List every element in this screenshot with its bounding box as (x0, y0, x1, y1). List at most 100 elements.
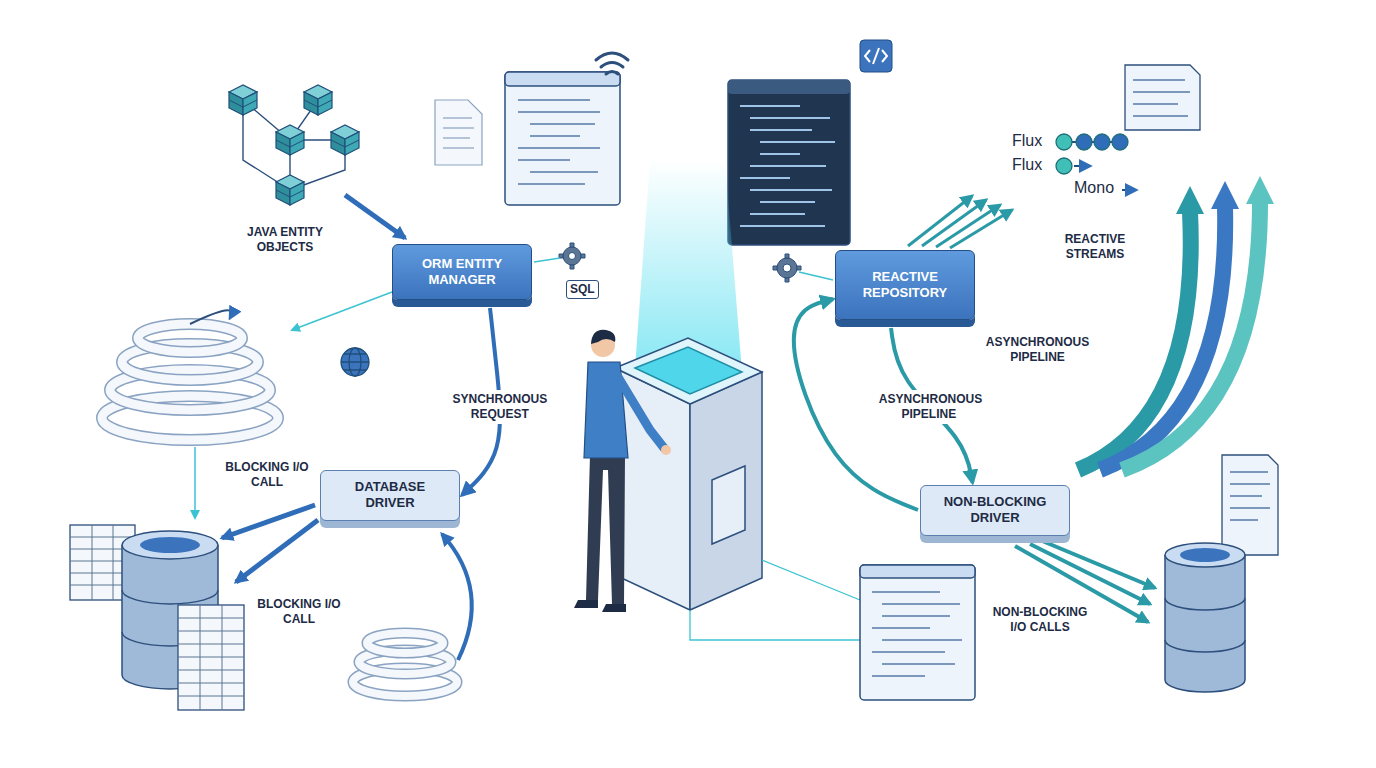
terminal-kiosk (712, 466, 745, 544)
gear-icon (559, 243, 585, 269)
driver-box: DATABASE DRIVER (320, 470, 460, 521)
code-window (860, 565, 975, 700)
stream-ribbons (1176, 186, 1204, 214)
data-spiral (367, 633, 443, 653)
code-window (728, 80, 850, 94)
browser-window (505, 72, 620, 86)
person-figure (591, 330, 615, 344)
code-window (860, 565, 975, 578)
box-text: NON-BLOCKING DRIVER (931, 494, 1059, 527)
code-window (740, 106, 835, 226)
browser-window (505, 72, 620, 205)
globe-icon (341, 354, 369, 370)
leader-line (534, 258, 560, 262)
code-icon (865, 48, 887, 64)
wifi-icon (596, 53, 628, 60)
box-text: ORM ENTITY MANAGER (403, 256, 521, 289)
driver-box: NON-BLOCKING DRIVER (920, 485, 1070, 536)
stream-ribbons (1246, 176, 1274, 204)
document-icon (1125, 65, 1200, 130)
database-cylinder (140, 537, 200, 553)
gear-icon (783, 264, 791, 272)
data-spiral (367, 633, 443, 653)
stream-ribbons (1100, 207, 1225, 470)
stream-arrows (908, 196, 1012, 248)
connector-label: ASYNCHRONOUS PIPELINE (875, 390, 983, 424)
entity-network (276, 175, 304, 205)
entity-network (229, 85, 359, 205)
database-cylinder (1165, 543, 1245, 567)
entity-network (304, 85, 332, 115)
browser-window (518, 100, 600, 184)
database-cylinder (122, 531, 218, 559)
data-spiral (138, 324, 242, 352)
wifi-icon (606, 72, 618, 75)
document-icon (1230, 472, 1270, 520)
person-figure (615, 372, 664, 448)
code-window (860, 565, 975, 700)
box-text: DATABASE DRIVER (331, 479, 449, 512)
entity-network (331, 125, 359, 155)
terminal-kiosk (615, 368, 690, 610)
table-sheet (178, 605, 244, 710)
terminal-kiosk (615, 338, 762, 404)
database-cylinder (1165, 543, 1245, 692)
flux-marbles (1112, 134, 1128, 150)
gear-icon (773, 254, 801, 282)
connector-label: SYNCHRONOUS REQUEST (446, 390, 554, 424)
person-figure (661, 445, 671, 455)
stream-ribbons (1211, 181, 1239, 209)
type-label: Flux (1012, 131, 1042, 151)
gear-icon (563, 247, 581, 265)
browser-window (505, 72, 620, 205)
flux-marbles (1056, 158, 1072, 174)
leader-arrow (292, 292, 392, 330)
stream-arrows (922, 200, 986, 246)
box-text: REACTIVE REPOSITORY (846, 269, 964, 302)
tag-label: SQL (566, 280, 599, 299)
document-icon (1125, 65, 1200, 130)
globe-icon (341, 348, 369, 376)
flow-label: BLOCKING I/O CALL (255, 597, 343, 627)
stream-ribbons (1122, 202, 1260, 470)
gear-icon (777, 258, 797, 278)
code-window (728, 80, 850, 245)
flux-marbles (1076, 134, 1092, 150)
section-label: REACTIVE STREAMS (1045, 232, 1145, 262)
leader-line (799, 272, 833, 280)
document-icon (435, 100, 482, 165)
type-label: Flux (1012, 155, 1042, 175)
person-figure (574, 600, 626, 612)
leader-arrow (194, 447, 196, 518)
wifi-icon (596, 53, 628, 74)
code-window (728, 80, 850, 245)
document-icon (443, 118, 474, 148)
wire (690, 560, 860, 640)
code-icon (860, 40, 892, 72)
person-figure (586, 455, 625, 604)
document-icon (1222, 455, 1278, 555)
stream-arrows (950, 210, 1012, 248)
document-icon (1222, 455, 1278, 555)
nonblocking-arrows (1030, 544, 1150, 604)
flux-marbles (1074, 165, 1090, 167)
nonblocking-arrows (1040, 540, 1155, 588)
globe-icon (341, 348, 369, 376)
document-icon (1133, 80, 1190, 116)
flow-label: BLOCKING I/O CALL (222, 460, 312, 490)
flow-arrow (442, 534, 472, 660)
entity-network (229, 85, 257, 115)
data-spiral (190, 310, 232, 324)
type-label: Mono (1074, 178, 1114, 198)
document-icon (435, 100, 482, 165)
blocking-arrow (236, 520, 318, 582)
terminal-kiosk (690, 372, 762, 610)
flow-label: NON-BLOCKING I/O CALLS (985, 605, 1095, 635)
terminal-kiosk (635, 347, 742, 394)
flow-label: ASYNCHRONOUS PIPELINE (985, 335, 1090, 365)
section-label: JAVA ENTITY OBJECTS (225, 225, 345, 255)
data-spiral (353, 633, 457, 696)
